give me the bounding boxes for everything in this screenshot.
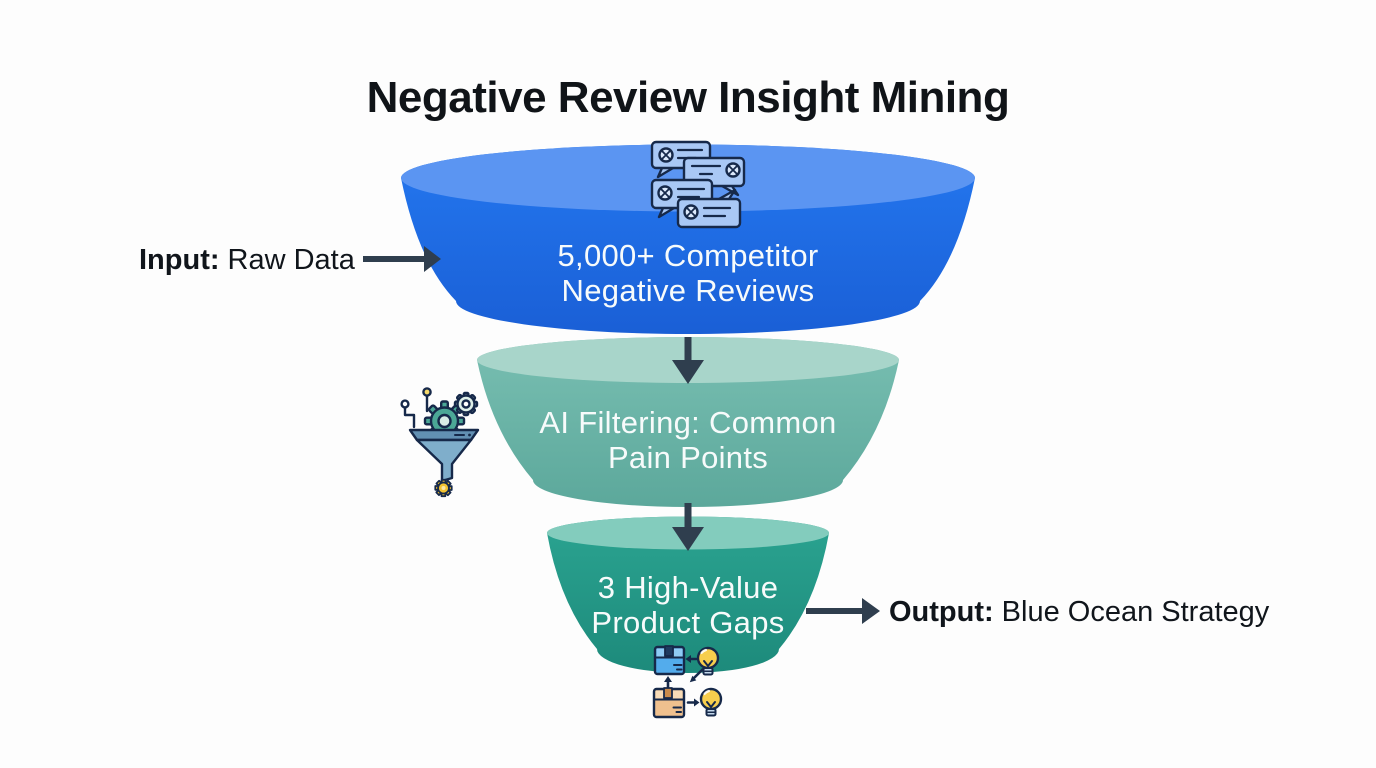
negative-review-bubbles-icon xyxy=(650,140,746,229)
stage-3-label-line2: Product Gaps xyxy=(591,605,785,640)
circuit-nodes xyxy=(400,387,432,429)
stage-2-label-line2: Pain Points xyxy=(607,440,769,475)
output-arrow-icon xyxy=(806,598,880,624)
chat-bubble-1 xyxy=(650,140,712,179)
input-label: Input:Raw Data xyxy=(139,243,355,277)
input-label-text: Raw Data xyxy=(227,244,355,276)
stage-3-label: 3 High-Value Product Gaps xyxy=(458,570,918,640)
blue-box-icon xyxy=(653,645,686,676)
output-label: Output:Blue Ocean Strategy xyxy=(889,595,1269,629)
small-gear-icon xyxy=(453,391,479,417)
page-title: Negative Review Insight Mining xyxy=(366,73,1010,122)
tan-box-icon xyxy=(652,687,686,719)
funnel-stage-3-body xyxy=(547,516,829,673)
stage-3-label-line1: 3 High-Value xyxy=(597,570,779,605)
lightbulb-1-icon xyxy=(696,646,720,676)
stage-2-label: AI Filtering: Common Pain Points xyxy=(458,405,918,475)
lightbulb-2-icon xyxy=(699,687,723,717)
output-label-prefix: Output: xyxy=(889,596,994,628)
output-label-text: Blue Ocean Strategy xyxy=(1001,596,1270,628)
stage-1-label: 5,000+ Competitor Negative Reviews xyxy=(458,238,918,308)
chat-bubble-4 xyxy=(676,188,742,229)
down-arrow-2-icon xyxy=(672,503,704,551)
product-ideas-icon xyxy=(652,645,723,719)
stage-1-label-line2: Negative Reviews xyxy=(561,273,815,308)
stage-2-label-line1: AI Filtering: Common xyxy=(539,405,837,440)
input-arrow-icon xyxy=(363,246,441,272)
yellow-gear-icon xyxy=(434,478,453,498)
ai-filter-icon xyxy=(400,387,480,498)
input-label-prefix: Input: xyxy=(139,244,220,276)
flow-arrows xyxy=(363,246,880,624)
filter-funnel-shape xyxy=(408,428,480,483)
connector-arrows xyxy=(664,655,704,707)
down-arrow-1-icon xyxy=(672,337,704,384)
stage-1-label-line1: 5,000+ Competitor xyxy=(557,238,819,273)
